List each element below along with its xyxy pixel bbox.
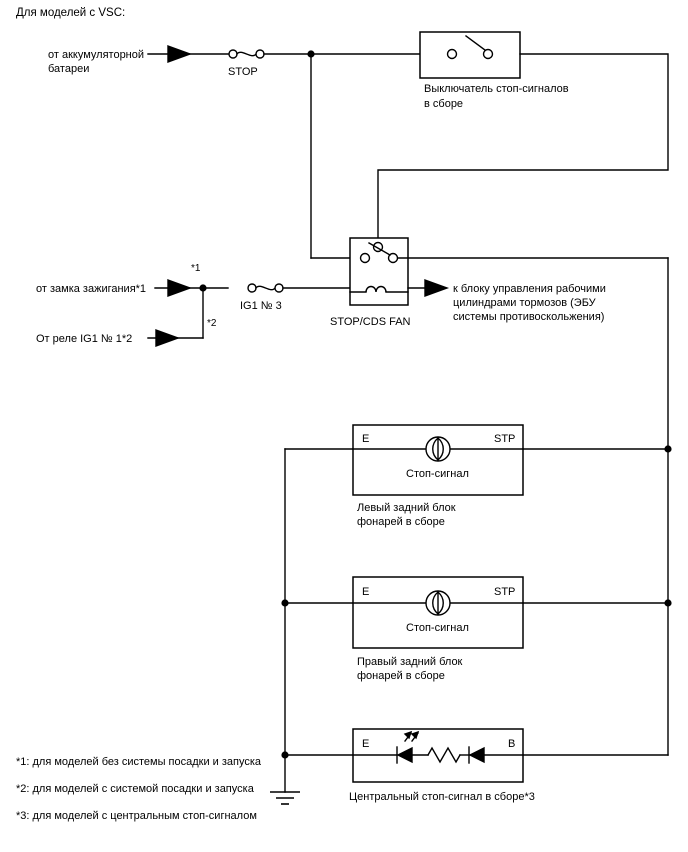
battery-feed-arrow bbox=[167, 45, 193, 63]
center-lamp-led-icon bbox=[396, 730, 420, 764]
stop-fuse-label: STOP bbox=[228, 66, 258, 78]
center-lamp-caption: Центральный стоп-сигнал в сборе*3 bbox=[349, 791, 535, 803]
footnote-3: *3: для моделей с центральным стоп-сигна… bbox=[16, 810, 257, 822]
left-lamp-terminal-stp: STP bbox=[494, 433, 515, 445]
stop-light-switch-caption-line1: Выключатель стоп-сигналов bbox=[424, 83, 569, 95]
ground-symbol bbox=[270, 791, 300, 805]
stop-light-switch-caption-line2: в сборе bbox=[424, 98, 463, 110]
ig1-fuse-symbol bbox=[247, 283, 284, 293]
battery-source-label-line1: от аккумуляторной bbox=[48, 49, 144, 61]
switch-output-to-relay-wire bbox=[377, 53, 669, 248]
junction-dot-ground-center-lamp bbox=[281, 751, 289, 759]
ignition-source-label: от замка зажигания*1 bbox=[36, 283, 146, 295]
footnote-1: *1: для моделей без системы посадки и за… bbox=[16, 756, 262, 768]
brake-ecu-arrow bbox=[424, 279, 450, 297]
ig1-fuse-label: IG1 № 3 bbox=[240, 300, 282, 312]
right-lamp-terminal-e: E bbox=[362, 586, 369, 598]
stop-light-switch-symbol bbox=[446, 35, 494, 60]
junction-dot-ground-right-lamp bbox=[281, 599, 289, 607]
left-lamp-caption-line2: фонарей в сборе bbox=[357, 516, 445, 528]
diagram-heading: Для моделей с VSC: bbox=[16, 7, 125, 19]
brake-ecu-label-line3: системы противоскольжения) bbox=[453, 311, 604, 323]
left-lamp-caption-line1: Левый задний блок bbox=[357, 502, 456, 514]
footnote-2: *2: для моделей с системой посадки и зап… bbox=[16, 783, 255, 795]
ignition-feed-arrow bbox=[167, 279, 193, 297]
center-lamp-terminal-e: E bbox=[362, 738, 369, 750]
brake-ecu-label-line1: к блоку управления рабочими bbox=[453, 283, 606, 295]
mark-1-label: *1 bbox=[191, 263, 201, 274]
ig1-relay-source-label: От реле IG1 № 1*2 bbox=[36, 333, 132, 345]
left-lamp-bulb-label: Стоп-сигнал bbox=[406, 468, 469, 480]
relay-coil-symbol bbox=[365, 285, 387, 293]
right-lamp-bulb-label: Стоп-сигнал bbox=[406, 622, 469, 634]
relay-contact-symbol bbox=[359, 241, 399, 264]
right-lamp-caption-line1: Правый задний блок bbox=[357, 656, 463, 668]
brake-ecu-label-line2: цилиндрами тормозов (ЭБУ bbox=[453, 297, 597, 309]
relay-caption: STOP/CDS FAN bbox=[330, 316, 411, 328]
mark-2-label: *2 bbox=[207, 318, 217, 329]
center-lamp-terminal-b: B bbox=[508, 738, 515, 750]
center-lamp-resistor-icon bbox=[427, 746, 461, 764]
ig1-relay-feed-arrow bbox=[155, 329, 181, 347]
battery-source-label-line2: батареи bbox=[48, 63, 89, 75]
right-lamp-terminal-stp: STP bbox=[494, 586, 515, 598]
left-lamp-bulb-icon bbox=[425, 436, 451, 462]
right-lamp-bulb-icon bbox=[425, 590, 451, 616]
right-lamp-caption-line2: фонарей в сборе bbox=[357, 670, 445, 682]
stop-fuse-symbol bbox=[228, 49, 265, 59]
left-lamp-terminal-e: E bbox=[362, 433, 369, 445]
